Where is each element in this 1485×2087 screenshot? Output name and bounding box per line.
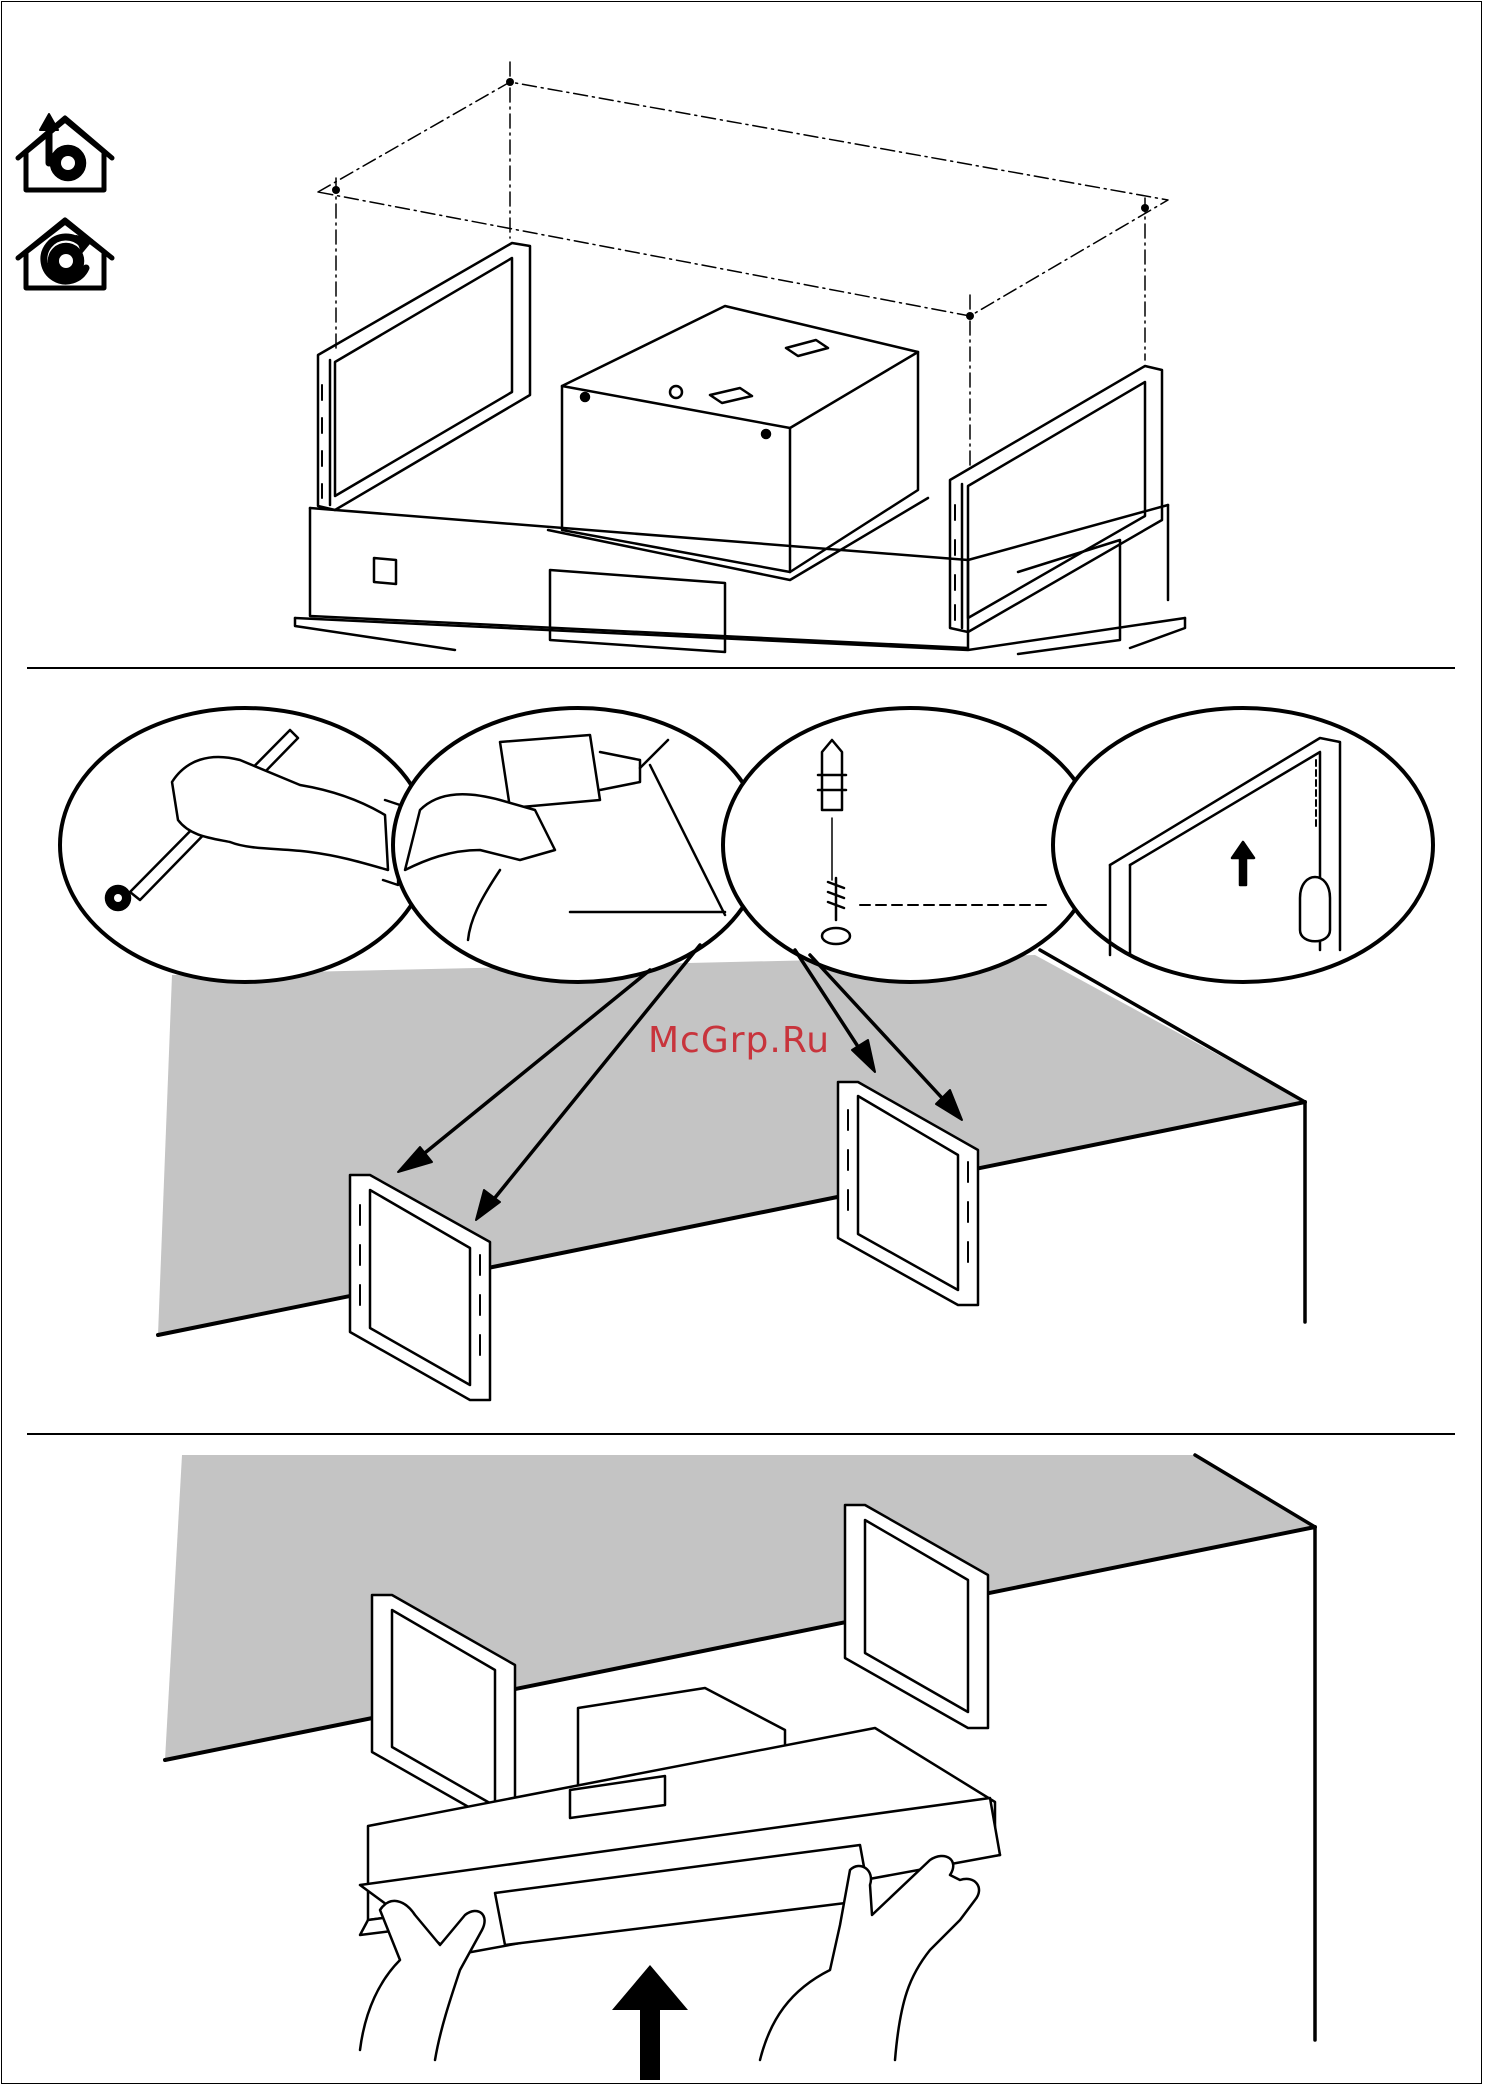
detail-mark-pencil — [60, 708, 430, 982]
hood-body — [295, 505, 1185, 654]
bracket-left — [318, 243, 530, 510]
recirculation-mode-icon — [18, 220, 112, 288]
divider-1 — [27, 667, 1455, 669]
ceiling — [158, 955, 1305, 1335]
detail-adjust-bracket — [1053, 708, 1433, 982]
divider-2 — [27, 1433, 1455, 1435]
lift-up-arrow — [612, 1965, 688, 2080]
step-1-assembly-overview — [295, 62, 1185, 654]
detail-drill — [393, 708, 763, 982]
motor-box — [548, 306, 928, 580]
step-3-lift-hood-into-brackets — [165, 1455, 1315, 2080]
projection-lines — [318, 62, 1168, 470]
watermark: McGrp.Ru — [648, 1020, 830, 1061]
ducted-exhaust-mode-icon — [18, 114, 112, 190]
bracket-right — [950, 366, 1162, 632]
detail-wall-plug-screw — [723, 708, 1097, 982]
